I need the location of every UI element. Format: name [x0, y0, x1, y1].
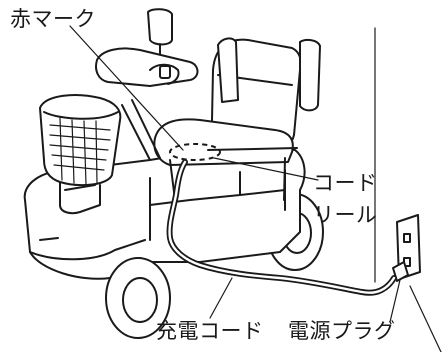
- leader-plug-extension: [409, 285, 442, 352]
- cord-reel-outline: [169, 143, 221, 161]
- red-mark-label: 赤マーク: [10, 7, 96, 31]
- front-wheel: [105, 257, 171, 339]
- leader-cord-reel: [213, 157, 319, 181]
- cord-reel-label-line2: リール: [313, 203, 378, 227]
- tiller: [95, 8, 199, 161]
- leader-charging-cord: [209, 277, 233, 319]
- leader-power-plug: [389, 279, 401, 323]
- charging-cord-label: 充電コード: [156, 319, 264, 343]
- cord-reel-label-line1: コード: [313, 171, 378, 195]
- seat: [153, 37, 321, 201]
- basket: [39, 94, 122, 187]
- wall-outlet: [392, 214, 421, 282]
- leader-red-mark: [69, 25, 184, 151]
- power-plug-label: 電源プラグ: [288, 319, 396, 343]
